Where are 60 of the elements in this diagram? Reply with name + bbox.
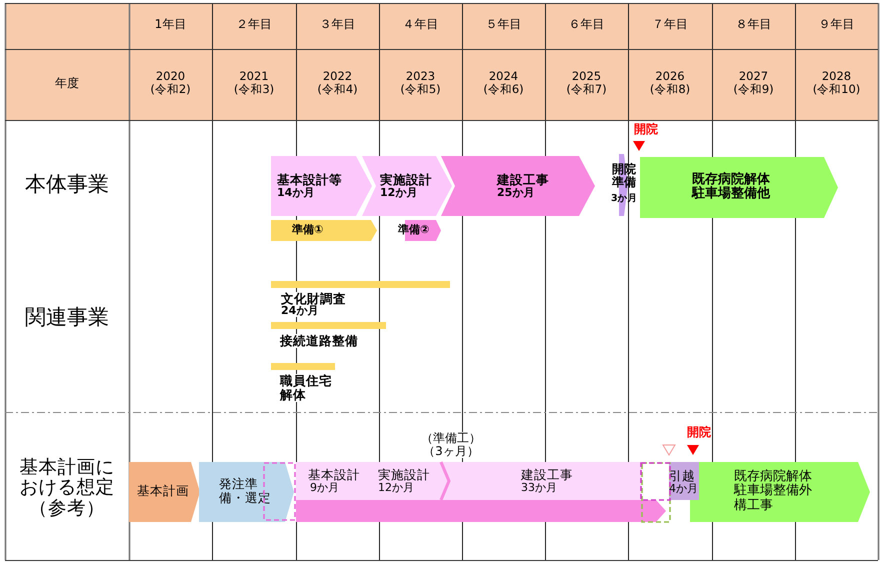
table-cell-text: ６年目 (568, 18, 604, 32)
schedule-bar (441, 156, 595, 216)
bar-label: 14か月 (277, 187, 314, 200)
bar-label: 文化財調査 (281, 292, 346, 306)
table-cell-text: ７年目 (652, 18, 688, 32)
bar-label: 準備② (398, 224, 430, 236)
table-cell-text: 2023 (令和5) (399, 70, 442, 96)
bar-label: 4か月 (669, 483, 698, 496)
table-cell-text: ３年目 (320, 18, 356, 32)
bar-label: 既存病院解体駐車場整備他 (692, 173, 772, 202)
table-cell-text: ４年目 (402, 18, 438, 32)
bar-label: 12か月 (380, 187, 418, 200)
opening-marker-text: 開院 (687, 426, 711, 440)
bar-label: 基本設計等 (277, 173, 342, 187)
table-cell-text: 2022 (令和4) (316, 70, 359, 96)
table-cell-text: ２年目 (236, 18, 272, 32)
phase-band (451, 462, 641, 500)
bar-label: 準備① (292, 224, 324, 236)
bar-label: 基本設計 (308, 468, 360, 482)
bar-label: 実施設計 (380, 173, 432, 187)
phase-band (296, 462, 451, 500)
schedule-bar (271, 156, 372, 216)
table-cell-text: 2020 (令和2) (149, 70, 192, 96)
schedule-bar (271, 220, 377, 241)
bar-label: 接続道路整備 (280, 334, 358, 348)
schedule-bar (362, 156, 452, 216)
row-heading: 本体事業 (25, 173, 109, 196)
opening-marker-text: 開院 (634, 123, 658, 136)
schedule-bar (129, 462, 200, 522)
bar-label: 引越 (669, 469, 695, 483)
table-cell-text: 2026 (令和8) (648, 70, 692, 96)
row-heading: 関連事業 (25, 306, 109, 330)
bar-label: 24か月 (281, 305, 318, 318)
table-cell-text: 2028 (令和10) (812, 70, 862, 96)
timeline-bar (271, 363, 335, 403)
phase-bar (296, 500, 666, 522)
table-cell-text: 1年目 (154, 18, 186, 32)
table-cell-text: 2021 (令和3) (232, 70, 276, 96)
bar-label: 実施設計 (378, 468, 430, 482)
bar-label: 既存病院解体駐車場整備外構工事 (734, 470, 813, 513)
bar-label: 建設工事 (497, 173, 549, 187)
row-heading: 基本計画における想定（参考） (18, 458, 116, 520)
table-cell-text: 2024 (令和6) (482, 70, 525, 96)
schedule-bar (199, 462, 294, 522)
bar-label: 職員住宅解体 (280, 374, 334, 402)
schedule-bar (398, 220, 441, 241)
bar-label: 建設工事 (521, 468, 573, 482)
table-cell-text: 2027 (令和9) (732, 70, 775, 96)
table-cell-text: ９年目 (818, 18, 854, 32)
phase-box (669, 462, 699, 500)
bar-label: 12か月 (378, 482, 414, 494)
bar-label: 25か月 (497, 187, 534, 200)
bar-label: 33か月 (521, 482, 557, 494)
schedule-bar (640, 157, 838, 218)
bar-label: 基本計画 (137, 484, 189, 498)
table-cell-text: ８年目 (736, 18, 772, 32)
table-cell-text: ５年目 (486, 18, 522, 32)
table-cell-text: 年度 (55, 77, 79, 90)
bar-label: 9か月 (310, 482, 339, 494)
table-cell-text: 2025 (令和7) (565, 70, 608, 96)
